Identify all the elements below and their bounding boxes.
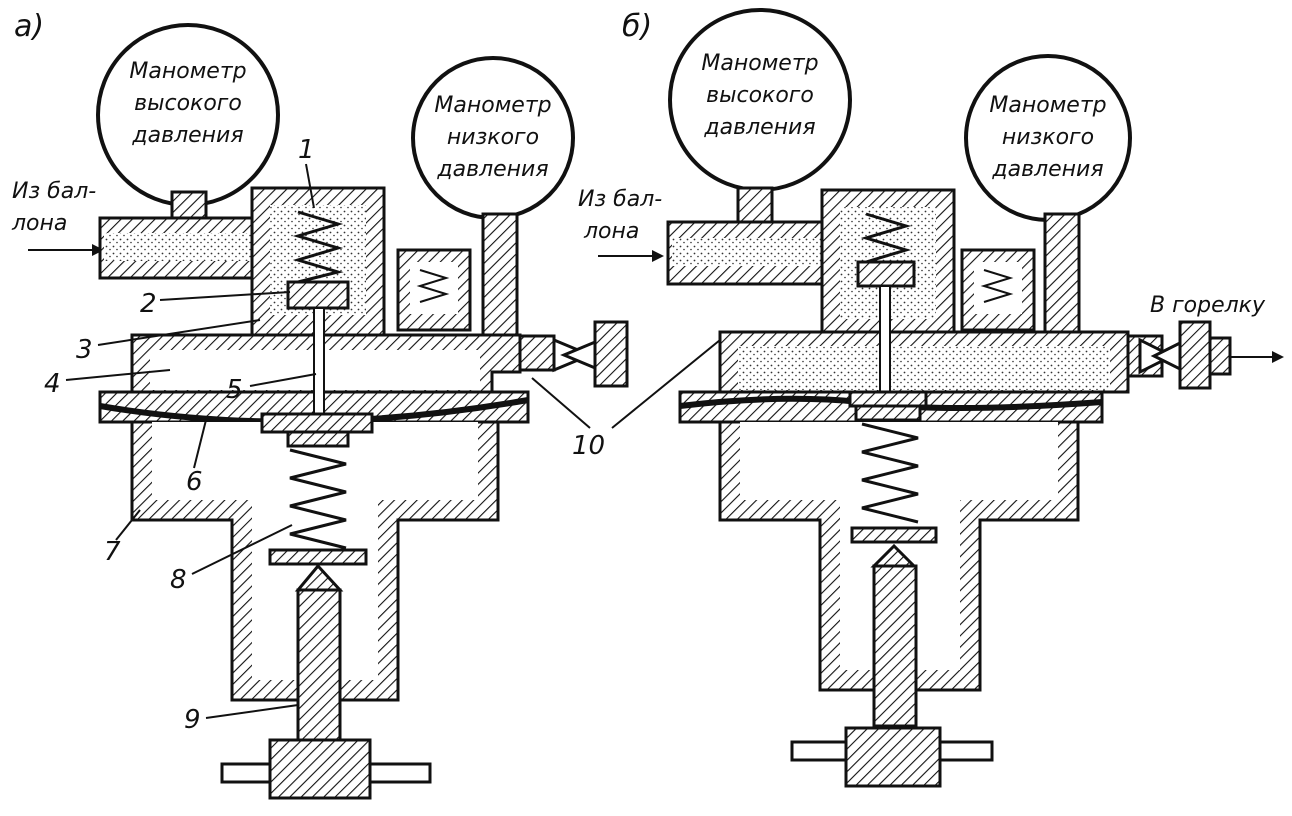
inlet-arrow-b bbox=[598, 250, 664, 262]
callouts-a: 1 2 3 4 5 6 7 8 9 bbox=[44, 135, 317, 735]
regulator-body-a bbox=[98, 186, 629, 702]
outlet-label: В горелку bbox=[1150, 293, 1266, 318]
callout-10: 10 bbox=[572, 431, 605, 461]
callout-2: 2 bbox=[140, 289, 157, 319]
inlet-label-1-b: Из бал- bbox=[578, 187, 662, 212]
callout-8: 8 bbox=[170, 565, 187, 595]
callout-3: 3 bbox=[76, 335, 93, 365]
inlet-arrow-a bbox=[28, 244, 104, 256]
gauge-low-line2-b: низкого bbox=[1002, 125, 1094, 150]
gauge-high-line2-b: высокого bbox=[706, 83, 814, 108]
callout-4: 4 bbox=[44, 369, 61, 399]
gauge-low-line2-a: низкого bbox=[447, 125, 539, 150]
high-pressure-gauge-a: Манометр высокого давления bbox=[96, 23, 280, 207]
outlet-arrow bbox=[1228, 351, 1284, 363]
callout-7: 7 bbox=[104, 537, 121, 567]
panel-b-label: б) bbox=[622, 9, 652, 44]
gauge-low-line1-a: Манометр bbox=[434, 93, 551, 118]
gauge-high-line1-b: Манометр bbox=[701, 51, 818, 76]
gauge-high-line2-a: высокого bbox=[134, 91, 242, 116]
gauge-high-line1-a: Манометр bbox=[129, 59, 246, 84]
gauge-high-line3-a: давления bbox=[131, 123, 243, 148]
low-pressure-gauge-b: Манометр низкого давления bbox=[964, 54, 1132, 222]
callout-9: 9 bbox=[184, 705, 201, 735]
callout-10-group: 10 bbox=[531, 339, 721, 461]
gauge-low-line3-a: давления bbox=[436, 157, 548, 182]
panel-a-label: а) bbox=[14, 9, 44, 44]
regulator-body-b bbox=[666, 186, 1232, 692]
inlet-label-2-b: лона bbox=[583, 219, 639, 244]
inlet-label-2-a: лона bbox=[11, 211, 67, 236]
valve-internals-b bbox=[790, 212, 1014, 788]
gauge-low-line1-b: Манометр bbox=[989, 93, 1106, 118]
gauge-high-line3-b: давления bbox=[703, 115, 815, 140]
callout-1: 1 bbox=[298, 135, 315, 165]
callout-6: 6 bbox=[186, 467, 203, 497]
panel-b: б) Манометр высокого давления Манометр н… bbox=[578, 8, 1284, 788]
panel-a: а) Манометр высокого давления Манометр н… bbox=[11, 9, 629, 800]
inlet-label-1-a: Из бал- bbox=[12, 179, 96, 204]
valve-internals-a bbox=[220, 210, 450, 800]
low-pressure-gauge-a: Манометр низкого давления bbox=[411, 56, 575, 220]
high-pressure-gauge-b: Манометр высокого давления bbox=[668, 8, 852, 192]
gauge-low-line3-b: давления bbox=[991, 157, 1103, 182]
callout-5: 5 bbox=[226, 375, 243, 405]
